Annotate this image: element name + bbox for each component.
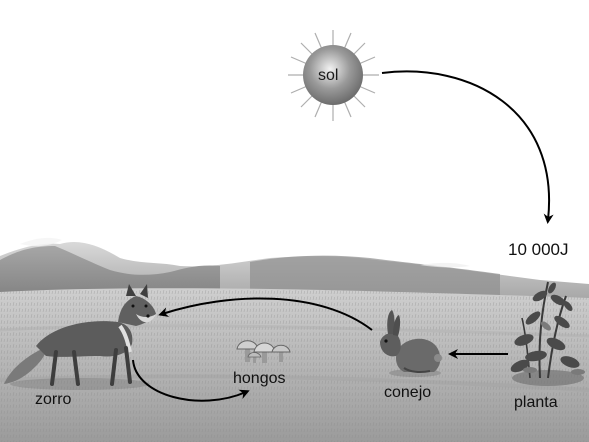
arrow-sun-to-plant (381, 70, 554, 224)
grassland (0, 288, 589, 442)
mountains (0, 237, 589, 300)
fox-label: zorro (35, 391, 72, 408)
sun-icon (288, 30, 379, 121)
arrow-rabbit-to-fox (158, 297, 373, 331)
sun-label: sol (318, 67, 339, 84)
energy-value-label: 10 000J (508, 240, 569, 259)
arrow-fox-to-fungi (132, 359, 250, 402)
fungi-label: hongos (233, 370, 286, 387)
fox-icon (4, 284, 156, 390)
energy-flow-arrows (132, 70, 554, 402)
rabbit-icon (380, 310, 442, 377)
plant-label: planta (514, 394, 558, 411)
plant-icon (510, 281, 585, 386)
mushroom-icon (236, 340, 291, 363)
rabbit-label: conejo (384, 384, 432, 401)
